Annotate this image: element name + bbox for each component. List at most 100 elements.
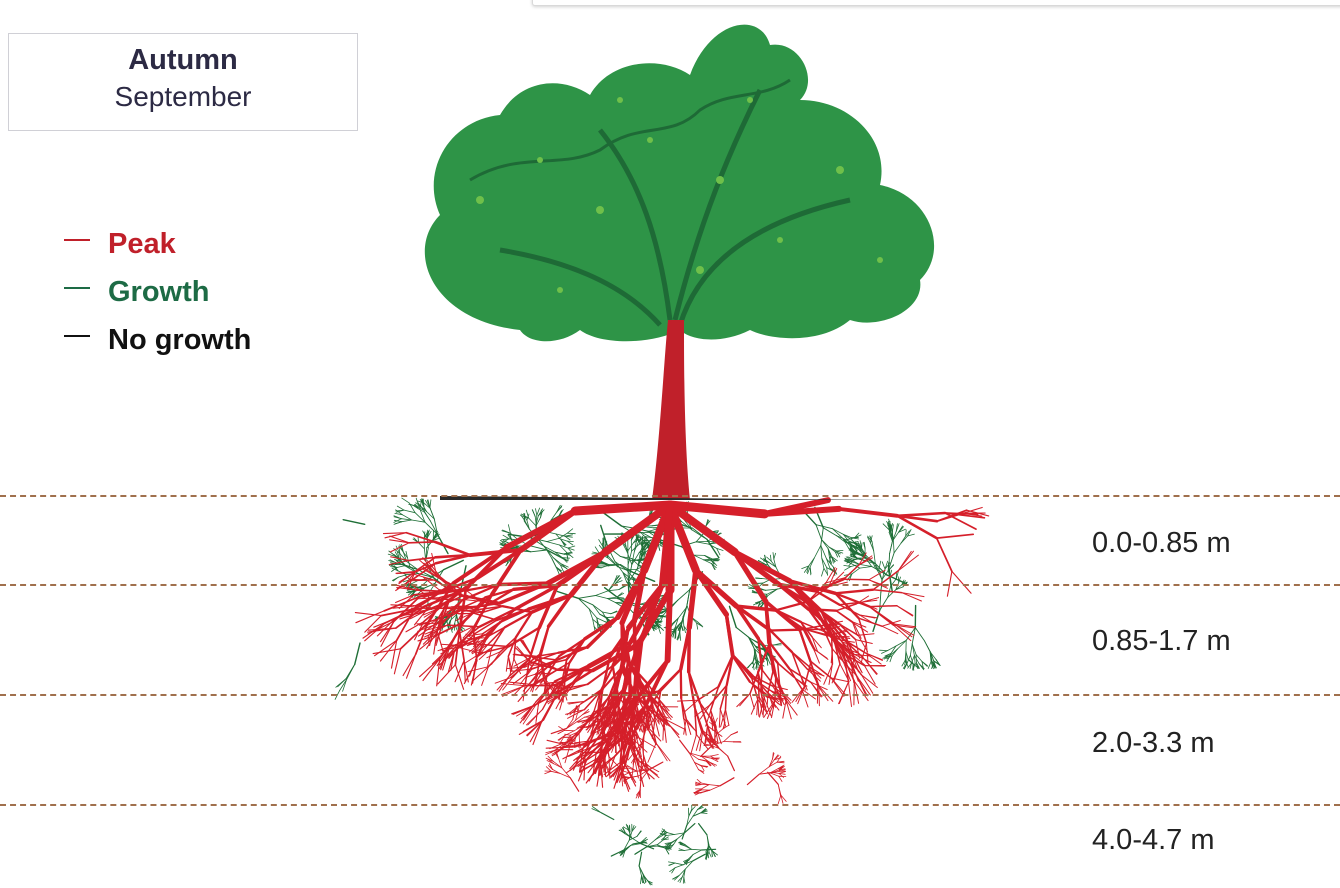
root-segment [731,732,738,735]
root-segment [730,606,737,627]
root-segment [529,518,536,525]
root-segment [844,565,859,579]
root-segment [536,703,539,722]
root-segment [689,628,690,672]
root-segment [649,762,663,770]
root-segment [880,593,881,611]
root-segment [668,590,670,660]
depth-divider [0,804,1340,806]
root-segment [692,807,695,811]
root-segment [720,778,734,786]
root-segment [882,562,885,569]
root-segment [846,538,855,540]
root-segment [347,664,355,679]
depth-label-2: 0.85-1.7 m [1092,625,1231,658]
root-segment [713,558,719,559]
root-segment [735,552,779,584]
root-segment [601,525,608,546]
root-segment [777,762,784,763]
root-segment [680,632,681,641]
root-segment [792,652,808,669]
root-segment [632,838,641,844]
root-segment [758,699,759,716]
root-segment [639,852,642,866]
root-segment [693,854,705,861]
root-segment [397,506,404,510]
root-segment [596,596,608,599]
root-segment [726,615,732,656]
root-segment [814,545,821,558]
root-segment [618,696,619,720]
root-segment [776,610,803,629]
root-segment [679,631,680,639]
root-segment [747,774,759,785]
depth-divider [0,584,1340,586]
root-segment [702,849,716,850]
root-segment [691,849,701,850]
root-segment [880,597,888,610]
root-segment [724,735,731,742]
root-segment [770,630,800,631]
root-segment [839,509,897,516]
root-segment [952,571,971,593]
root-segment [435,542,470,555]
root-segment [407,654,416,678]
root-segment [822,540,830,548]
root-segment [684,849,691,850]
root-segment [870,607,894,626]
root-segment [640,876,641,884]
root-segment [910,644,912,655]
root-segment [709,852,711,857]
root-segment [937,534,974,538]
root-segment [565,535,573,536]
root-segment [836,611,852,622]
root-segment [601,565,609,568]
root-segment [778,784,781,795]
root-segment [860,567,872,569]
root-segment [394,649,400,674]
root-segment [568,546,575,548]
root-segment [608,590,619,591]
root-segment [773,752,774,759]
root-segment [568,710,585,719]
root-segment [675,863,683,865]
root-segment [675,865,683,868]
root-segment [615,561,623,572]
root-segment [822,568,824,576]
root-segment [874,551,876,564]
root-segment [906,530,907,536]
root-segment [778,795,781,804]
root-segment [800,630,811,661]
root-segment [897,513,945,516]
root-segment [666,835,674,836]
root-segment [604,513,622,526]
root-segment [536,509,537,516]
root-segment [693,850,702,855]
root-segment [602,813,614,820]
root-segment [508,525,510,534]
root-segment [420,659,440,677]
root-segment [628,543,634,551]
root-segment [897,606,913,616]
root-segment [859,618,882,626]
root-segment [639,866,644,875]
root-segment [747,662,753,669]
root-segment [856,640,873,644]
tree-canopy [425,25,934,342]
root-segment [726,709,729,725]
root-segment [689,855,693,861]
root-segment [701,790,710,792]
root-segment [547,538,559,541]
root-segment [578,598,593,605]
root-segment [712,851,713,856]
root-segment [915,628,924,641]
depth-divider [0,694,1340,696]
root-segment [440,590,465,591]
root-segment [557,670,593,671]
root-segment [827,559,830,568]
root-segment [682,607,687,621]
root-segment [485,589,514,597]
root-segment [565,730,575,731]
root-segment [406,533,435,542]
root-segment [862,543,863,549]
